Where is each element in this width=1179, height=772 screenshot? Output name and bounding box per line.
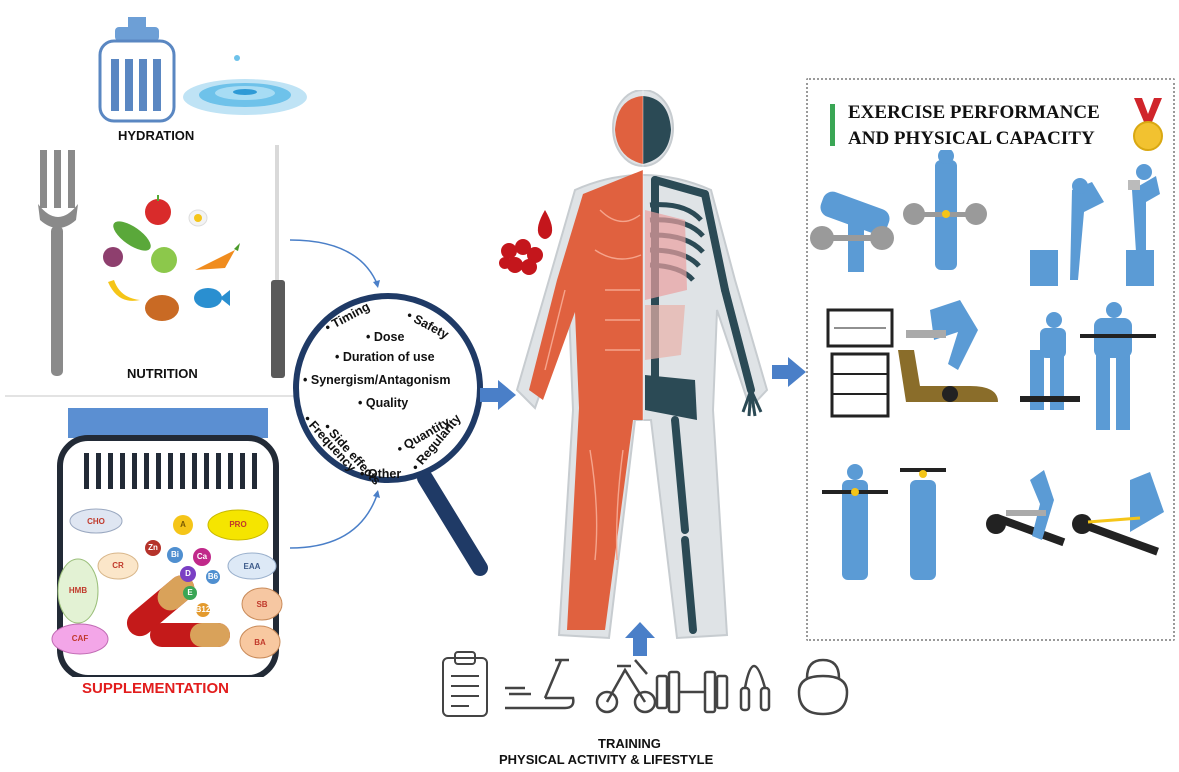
factor-dose: • Dose — [366, 330, 404, 344]
treadmill-icon — [505, 660, 573, 708]
training-subtitle: PHYSICAL ACTIVITY & LIFESTYLE — [499, 752, 713, 767]
lettuce-icon — [151, 247, 177, 273]
supplement-tag-caf: CAF — [64, 634, 96, 643]
water-bottle-icon — [100, 17, 174, 121]
factor-other: • Other — [360, 467, 401, 481]
vitamin-tag-bi: Bi — [167, 547, 183, 563]
performance-title-line2: AND PHYSICAL CAPACITY — [848, 126, 1148, 152]
arrow-right-icon — [772, 357, 806, 387]
vitamin-tag-e: E — [182, 585, 198, 601]
factor-duration: • Duration of use — [335, 350, 435, 364]
supplement-tag-cho: CHO — [80, 517, 112, 526]
jump-rope-icon — [741, 666, 769, 710]
vitamin-tag-b6: B6 — [205, 569, 221, 585]
kettlebell-icon — [799, 660, 847, 714]
supplementation-label: SUPPLEMENTATION — [82, 680, 229, 697]
barbell-overhead-figure-icon — [900, 468, 946, 580]
onion-icon — [103, 247, 123, 267]
chicken-icon — [145, 295, 179, 321]
human-anatomy-figure — [505, 90, 785, 650]
exercise-figures-graphic — [810, 150, 1170, 590]
egg-icon — [189, 210, 207, 226]
nutrition-graphic — [20, 140, 310, 390]
title-accent-bar — [830, 104, 835, 146]
vitamin-tag-b12: B12 — [195, 602, 211, 618]
vitamin-tag-zn: Zn — [145, 540, 161, 556]
step-up-figure-icon — [1030, 178, 1104, 286]
rowing-machine-figure-icon — [986, 470, 1065, 546]
water-drop-ripple-icon — [183, 55, 307, 115]
factor-quality: • Quality — [358, 396, 408, 410]
vitamin-tag-a: A — [175, 517, 191, 533]
nutrition-label: NUTRITION — [127, 366, 198, 381]
training-title: TRAINING — [598, 736, 661, 751]
vitamin-tag-ca: Ca — [194, 549, 210, 565]
supplement-tag-pro: PRO — [222, 520, 254, 529]
capsule-icon — [150, 623, 230, 647]
box-jump-figure-icon — [1126, 164, 1160, 286]
supplement-tag-cr: CR — [102, 561, 134, 570]
performance-title: EXERCISE PERFORMANCE AND PHYSICAL CAPACI… — [848, 100, 1148, 152]
supplement-tag-eaa: EAA — [236, 562, 268, 571]
computer-monitor-icon — [828, 310, 892, 416]
deadlift-figure-icon — [810, 189, 894, 272]
squat-rack-figure-icon — [1020, 312, 1080, 410]
clipboard-icon — [443, 652, 487, 716]
supplement-tag-hmb: HMB — [62, 586, 94, 595]
training-icons — [435, 648, 855, 720]
medal-icon — [1128, 96, 1168, 156]
isokinetic-machine-icon — [898, 300, 998, 402]
jar-lid — [68, 408, 268, 438]
section-divider — [5, 395, 305, 397]
rowing-seated-figure-icon — [1072, 472, 1164, 555]
exercise-bike-icon — [597, 660, 655, 712]
magnifier-handle — [425, 478, 480, 568]
vitamin-tag-d: D — [180, 566, 196, 582]
barbell-lift-figure-icon — [903, 150, 987, 270]
hydration-graphic — [95, 15, 315, 130]
factor-synergism: • Synergism/Antagonism — [303, 373, 450, 387]
dumbbell-icon — [657, 672, 727, 712]
overhead-press-figure-icon — [1080, 302, 1156, 430]
barbell-curl-figure-icon — [822, 464, 888, 580]
supplement-tag-ba: BA — [244, 638, 276, 647]
performance-title-line1: EXERCISE PERFORMANCE — [848, 100, 1148, 126]
supplement-tag-sb: SB — [246, 600, 278, 609]
